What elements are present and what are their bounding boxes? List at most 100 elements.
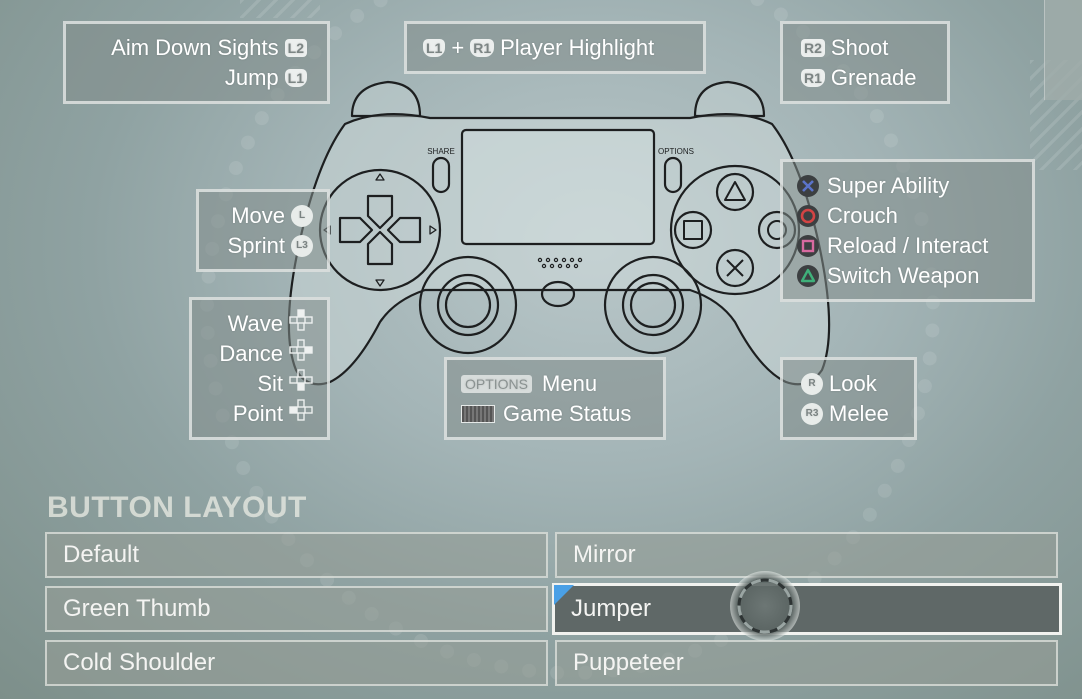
- look-melee-panel: R Look R3 Melee: [780, 357, 917, 440]
- layout-option-jumper[interactable]: Jumper: [552, 583, 1062, 635]
- melee-label: Melee: [829, 401, 889, 426]
- layout-option-puppeteer[interactable]: Puppeteer: [555, 640, 1058, 686]
- look-label: Look: [829, 371, 877, 396]
- share-label: SHARE: [427, 147, 455, 156]
- layout-option-label: Cold Shoulder: [63, 649, 216, 676]
- triangle-icon: [797, 265, 819, 287]
- switch-weapon-row: Switch Weapon: [797, 261, 1018, 291]
- switch-weapon-label: Switch Weapon: [827, 263, 980, 288]
- wave-label: Wave: [227, 311, 283, 336]
- layout-option-label: Jumper: [571, 595, 652, 622]
- shoot-grenade-panel: R2 Shoot R1 Grenade: [780, 21, 950, 104]
- point-label: Point: [232, 401, 283, 426]
- l2-icon: L2: [284, 39, 307, 57]
- touchpad-shape: [460, 128, 656, 246]
- sprint-row: Sprint L3: [213, 231, 313, 261]
- r2-trigger-shape: [693, 80, 766, 118]
- layout-option-label: Mirror: [573, 541, 636, 568]
- left-stick-icon: L: [291, 205, 313, 227]
- r1-icon: R1: [470, 39, 495, 57]
- r2-icon: R2: [801, 39, 825, 57]
- options-button-shape: [663, 156, 683, 194]
- cross-icon: [797, 175, 819, 197]
- grenade-row: R1 Grenade: [797, 63, 933, 93]
- cross-button-shape: [715, 248, 755, 288]
- point-row: Point: [206, 399, 313, 429]
- highlight-row: L1 + R1 Player Highlight: [421, 33, 689, 63]
- l1-icon: L1: [284, 69, 307, 87]
- sit-row: Sit: [206, 369, 313, 399]
- triangle-button-shape: [715, 172, 755, 212]
- jump-label: Jump: [224, 65, 279, 90]
- corner-thumbnail: [1044, 0, 1082, 100]
- options-label: OPTIONS: [658, 147, 694, 156]
- shoot-label: Shoot: [830, 35, 889, 60]
- r3-icon: R3: [801, 403, 823, 425]
- layout-option-cold-shoulder[interactable]: Cold Shoulder: [45, 640, 548, 686]
- grenade-label: Grenade: [830, 65, 917, 90]
- super-ability-row: Super Ability: [797, 171, 1018, 201]
- right-stick-shape: [603, 255, 703, 355]
- dpad-up-icon: [289, 309, 313, 339]
- move-sprint-panel: Move L Sprint L3: [196, 189, 330, 272]
- selection-corner-marker: [554, 585, 574, 605]
- layout-option-label: Default: [63, 541, 140, 568]
- menu-label: Menu: [542, 371, 598, 396]
- shoot-row: R2 Shoot: [797, 33, 933, 63]
- move-row: Move L: [213, 201, 313, 231]
- dpad-right: [386, 216, 422, 244]
- melee-row: R3 Melee: [797, 399, 900, 429]
- dance-label: Dance: [219, 341, 283, 366]
- dpad-right-icon: [289, 339, 313, 369]
- wave-row: Wave: [206, 309, 313, 339]
- layout-option-label: Puppeteer: [573, 649, 684, 676]
- player-highlight-panel: L1 + R1 Player Highlight: [404, 21, 706, 74]
- layout-option-default[interactable]: Default: [45, 532, 548, 578]
- player-highlight-label: Player Highlight: [500, 35, 655, 60]
- r1-icon: R1: [801, 69, 825, 87]
- square-icon: [797, 235, 819, 257]
- crouch-row: Crouch: [797, 201, 1018, 231]
- layout-option-mirror[interactable]: Mirror: [555, 532, 1058, 578]
- dpad-down: [366, 230, 394, 266]
- circle-icon: [797, 205, 819, 227]
- aim-label: Aim Down Sights: [111, 35, 279, 60]
- reload-interact-label: Reload / Interact: [827, 233, 989, 258]
- plus-sign: +: [451, 35, 465, 60]
- look-row: R Look: [797, 369, 900, 399]
- l3-icon: L3: [291, 235, 313, 257]
- layout-option-label: Green Thumb: [63, 595, 211, 622]
- square-button-shape: [673, 210, 713, 250]
- options-button-icon: OPTIONS: [461, 375, 533, 393]
- dpad-left-icon: [289, 399, 313, 429]
- reload-row: Reload / Interact: [797, 231, 1018, 261]
- game-status-row: Game Status: [461, 399, 649, 429]
- sit-label: Sit: [257, 371, 283, 396]
- l1-icon: L1: [423, 39, 446, 57]
- dpad-left: [338, 216, 374, 244]
- super-ability-label: Super Ability: [827, 173, 950, 198]
- button-layout-title: BUTTON LAYOUT: [47, 491, 307, 524]
- ps-button-shape: [540, 280, 576, 308]
- aim-row: Aim Down Sights L2: [80, 33, 313, 63]
- dance-row: Dance: [206, 339, 313, 369]
- touchpad-icon: [461, 405, 495, 423]
- l2-trigger-shape: [350, 80, 422, 118]
- dpad-up: [366, 194, 394, 230]
- cursor-ring: [730, 571, 800, 641]
- share-button-shape: [431, 156, 451, 194]
- menu-row: OPTIONS Menu: [461, 369, 649, 399]
- aim-jump-panel: Aim Down Sights L2 Jump L1: [63, 21, 330, 104]
- emotes-panel: Wave Dance Sit Point: [189, 297, 330, 440]
- face-buttons-panel: Super Ability Crouch Reload / Interact S…: [780, 159, 1035, 302]
- move-label: Move: [231, 203, 285, 228]
- left-stick-shape: [418, 255, 518, 355]
- menu-status-panel: OPTIONS Menu Game Status: [444, 357, 666, 440]
- jump-row: Jump L1: [80, 63, 313, 93]
- game-status-label: Game Status: [503, 401, 632, 426]
- layout-option-green-thumb[interactable]: Green Thumb: [45, 586, 548, 632]
- crouch-label: Crouch: [827, 203, 898, 228]
- dpad-down-icon: [289, 369, 313, 399]
- sprint-label: Sprint: [227, 233, 285, 258]
